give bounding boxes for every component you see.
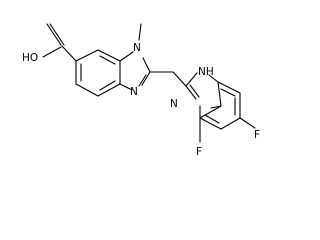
fluorine-bonds [199,117,256,143]
right-imidazole-ring [185,72,222,109]
chemical-structure-diagram: HO N N NH N F F [22,23,260,158]
hydroxyl-label: HO [22,52,38,64]
nh-label: NH [198,66,214,78]
fluorine-right-label: F [254,129,260,141]
ring-nitrogen-label: N [130,86,138,98]
n-methyl-bond [138,23,142,41]
methylene-linker [149,71,187,87]
left-benzene-ring [75,49,121,97]
lower-ring-nitrogen-label: N [170,98,178,110]
fluorine-left-label: F [196,146,202,158]
right-benzene-ring [199,81,241,130]
carboxylic-acid-group [42,23,77,62]
n-methyl-label: N [133,42,141,54]
left-imidazole-ring [119,51,151,91]
